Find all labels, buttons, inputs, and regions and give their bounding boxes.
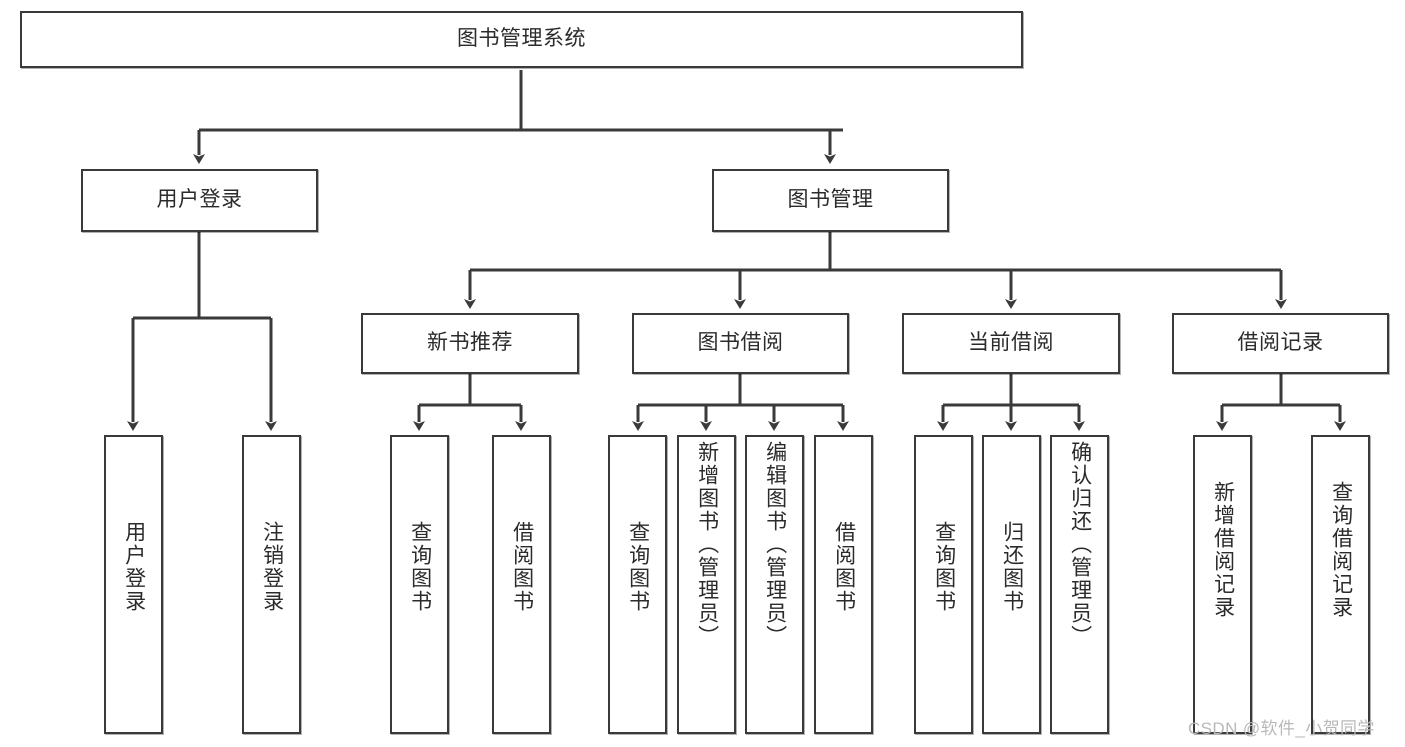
node-new-book-recommend[interactable]: 新书推荐 — [361, 313, 579, 374]
node-label: 借阅记录 — [1237, 331, 1324, 355]
node-leaf-return-book[interactable]: 归还图书 — [982, 435, 1041, 734]
node-leaf-add-book[interactable]: 新增图书（管理员） — [677, 435, 736, 734]
watermark-text: CSDN @软件_小贺同学 — [1188, 719, 1375, 738]
node-label: 图书管理系统 — [457, 27, 586, 51]
node-label: 确认归还（管理员） — [1068, 441, 1092, 648]
node-user-login[interactable]: 用户登录 — [81, 169, 318, 232]
node-leaf-borrow-book-1[interactable]: 借阅图书 — [492, 435, 551, 734]
node-leaf-borrow-book-2[interactable]: 借阅图书 — [814, 435, 873, 734]
node-label: 新书推荐 — [427, 331, 513, 355]
node-leaf-add-record[interactable]: 新增借阅记录 — [1193, 435, 1252, 734]
node-label: 查询图书 — [932, 521, 956, 613]
node-label: 新增借阅记录 — [1211, 481, 1235, 619]
node-leaf-query-book-3[interactable]: 查询图书 — [914, 435, 973, 734]
node-label: 编辑图书（管理员） — [763, 441, 787, 648]
node-book-borrow[interactable]: 图书借阅 — [632, 313, 849, 374]
node-leaf-query-record[interactable]: 查询借阅记录 — [1311, 435, 1370, 734]
node-label: 用户登录 — [122, 521, 146, 613]
node-root-system[interactable]: 图书管理系统 — [20, 11, 1023, 68]
node-borrow-record[interactable]: 借阅记录 — [1172, 313, 1389, 374]
node-leaf-logout-login[interactable]: 注销登录 — [242, 435, 301, 734]
node-leaf-query-book-2[interactable]: 查询图书 — [608, 435, 667, 734]
node-label: 查询图书 — [626, 521, 650, 613]
node-label: 查询借阅记录 — [1329, 481, 1353, 619]
node-label: 新增图书（管理员） — [695, 441, 719, 648]
node-leaf-query-book-1[interactable]: 查询图书 — [390, 435, 449, 734]
node-current-borrow[interactable]: 当前借阅 — [902, 313, 1120, 374]
node-book-management[interactable]: 图书管理 — [712, 169, 949, 232]
node-label: 借阅图书 — [510, 521, 534, 613]
node-label: 注销登录 — [260, 521, 284, 613]
node-label: 图书借阅 — [697, 331, 784, 355]
node-label: 当前借阅 — [968, 331, 1054, 355]
node-leaf-edit-book[interactable]: 编辑图书（管理员） — [745, 435, 804, 734]
node-leaf-user-login[interactable]: 用户登录 — [104, 435, 163, 734]
node-label: 用户登录 — [156, 188, 243, 212]
node-label: 图书管理 — [787, 188, 874, 212]
node-label: 借阅图书 — [832, 521, 856, 613]
node-leaf-confirm-return[interactable]: 确认归还（管理员） — [1050, 435, 1109, 734]
node-label: 归还图书 — [1000, 521, 1024, 613]
node-label: 查询图书 — [408, 521, 432, 613]
